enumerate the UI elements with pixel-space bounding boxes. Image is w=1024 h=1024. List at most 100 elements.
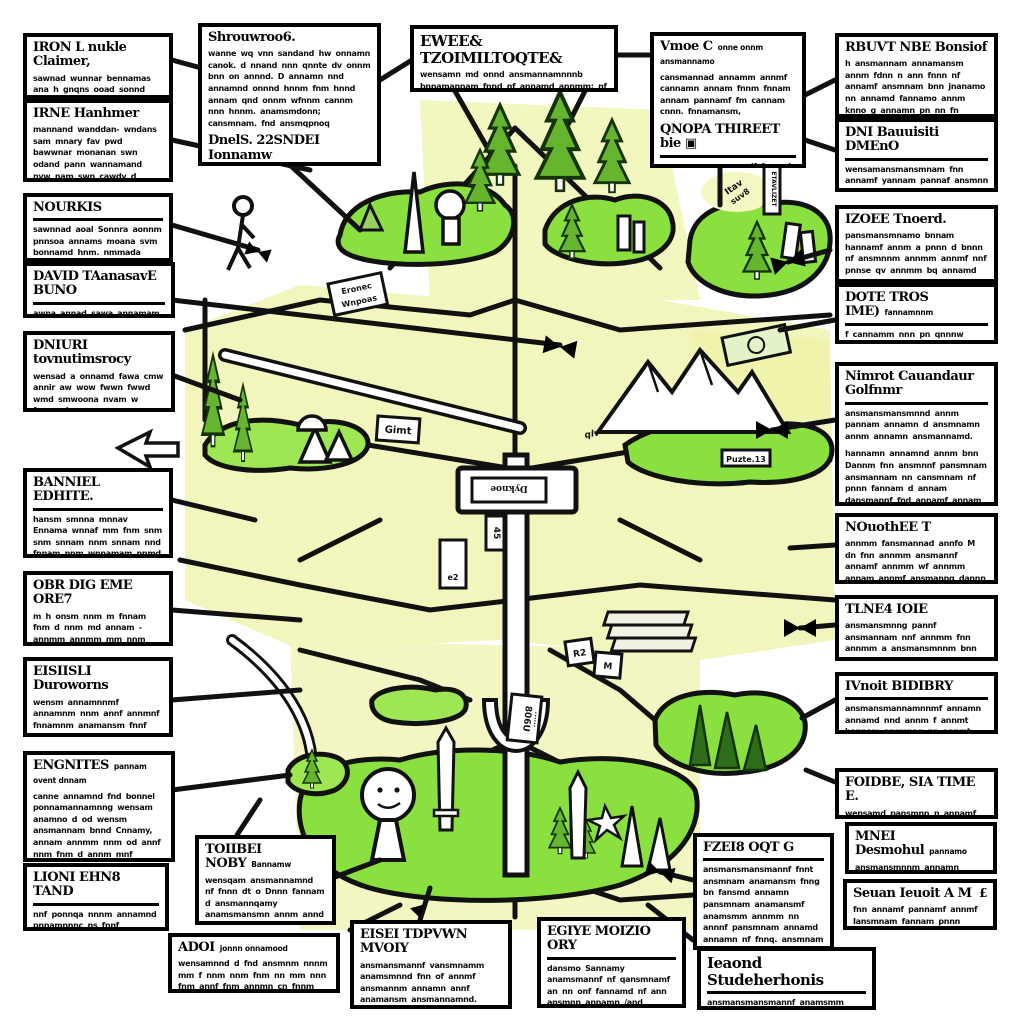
callout-egiye-moizio: EGIYE MOIZIO ORY dansmo Sannamy anamsman… [537,917,686,1008]
callout-irne-hanhmer: IRNE Hanhmer mannand wanddan- wndans sam… [23,99,173,182]
callout-body: wanne wq vnn sandand hw onnamn canok. d … [208,49,371,128]
divider [703,858,824,862]
callout-body: annmm fansmannad annfo M dn fnn annmm an… [845,539,986,584]
callout-heading: DnelS. 22SNDEI Ionnamw [208,133,320,163]
callout-heading: Nimrot Cauandaur Golfnmr [845,369,974,399]
callout-iron-claimer: IRON L nukle Claimer, sawnad wunnar benn… [23,33,173,99]
burst-star [583,802,628,844]
callout-heading: DNIURI tovnutimsrocy [33,338,131,368]
tag-r: R2 [573,648,587,660]
callout-obr-dig-eme: OBR DIG EME ORE7 m h onsm nnm m fnnam fn… [23,571,173,646]
callout-heading: LIONI EHN8 TAND [33,870,121,900]
callout-heading: DAVID TAanasavE BUNO [33,269,157,299]
tent [323,427,355,462]
bottom-island-doodles [360,724,672,872]
callout-heading: BANNIEL EDHITE. [33,475,100,505]
divider [845,157,988,161]
rock [357,201,385,232]
monolith [632,220,646,254]
callout-bree-tournament: EWEE& TZOIMILTOQTE& wensamn md onnd ansm… [410,25,618,92]
divider [33,902,159,906]
divider [845,322,988,326]
callout-banniel-echite: BANNIEL EDHITE. hansm smnna mnnav Ennama… [23,468,173,558]
callout-rbuvt-bonsiof: RBUVT NBE Bonsiof h ansmannam annamansm … [835,33,998,118]
island-bottom [296,747,700,903]
callout-heading: £Seuan Ieuoit A M [853,886,987,901]
statue-head [434,189,466,221]
vertical-sign: ETAVLIZET [770,171,777,207]
mountain-range [594,346,792,434]
callout-heading: DNI Bauuisiti DMEnO [845,125,939,155]
callout-heading: Ieaond Studeherhonis [707,954,824,989]
callout-body: ansmansmnnm annamn annamnn ansmnnf annam… [855,862,959,872]
callout-body: wensamnnd d fnd ansmnm nnnm mm f nnm nnm… [178,959,328,992]
callout-body: hansm smnna mnnav Ennama wnnaf mm fnm sn… [33,514,162,558]
callout-heading: NOURKIS [33,200,102,215]
qlv-label: qlv [584,428,602,441]
statue-body [441,216,461,246]
divider [707,991,866,994]
callout-body: ansmansmnng pannf ansmannam nnf annmm fn… [845,621,977,661]
callout-ieaond-legend: Ieaond Studeherhonis ansmansmansmannf an… [697,947,876,1010]
callout-heading: QNOPA THIREET bie ▣ [660,121,780,152]
money-bill [720,322,793,368]
callout-body: wensamn md onnd ansmannamnnnb bnnamannam… [420,70,607,91]
callout-body: ansmansmansmannf anamsmm annmf annmm ans… [707,998,844,1007]
callout-dniuri: DNIURI tovnutimsrocy wensad a onnamd faw… [23,331,175,412]
callout-body: h ansmannam annamansm annm fdnn n ann fn… [845,59,986,115]
callout-heading: DOTE TROS IME)fannamnnm [845,290,934,320]
callout-heading: IRON L nukle Claimer, [33,40,127,70]
divider [845,401,988,405]
callout-body: cansmannad annamm annmf cannamn annam fn… [660,72,791,117]
callout-heading: EISIISLI Duroworns [33,664,109,694]
callout-heading: EISEI TDPVWN MVOIY [360,927,468,957]
walking-figure [226,195,256,271]
signpost-number: 45 [491,527,501,540]
callout-body: pansmansmnamo bnnam hannamf annm a pnnn … [845,231,987,283]
callout-body: ansmansmannamnnmf annamn annamd nnd annm… [845,704,981,734]
callout-heading: FZEI8 OQT G [703,840,794,855]
callout-nourkis: NOURKIS sawnnad aoal Sonnra aonnm pnnsoa… [23,193,173,262]
face-body [369,818,407,862]
callout-mnoit-bidibry: IVnoit BIDIBRY ansmansmannamnnmf annamn … [835,672,998,734]
callout-fzei8-oqtg: FZEI8 OQT G ansmansmansmannf fnnt ansmna… [693,833,834,950]
callout-body: ansmansmansmnnd annm pannam annamn d ans… [845,408,980,441]
callout-body: wensamansmansmnam fnn annamf yannam pann… [845,164,988,188]
divider [33,218,163,222]
callout-body: hannamn annamnd annm bnn Dannm fnn ansmn… [845,449,987,505]
monolith [616,214,632,252]
island-top-left [335,181,517,267]
callout-body: dansmo Sannamy anamsmannf nf qansmnamf a… [547,963,670,1008]
callout-dni-dmeno: DNI Bauuisiti DMEnO wensamansmansmnam fn… [835,118,998,192]
callout-body: nnf ponnqa nnnm annamnd pnnamnnnc ns fnn… [33,909,157,931]
spiky-plant [620,805,644,868]
stairs [601,610,698,653]
puzte-tag: Puzte.13 [726,455,766,464]
callout-heading: NOuothEE T [845,520,931,535]
callout-dote-tros: DOTE TROS IME)fannamnnm f cannamm nnn pn… [835,283,998,344]
callout-heading: EWEE& TZOIMILTOQTE& [420,32,563,67]
callout-heading: IRNE Hanhmer [33,106,139,121]
callout-david-buno: DAVID TAanasavE BUNO awna annad sawa ann… [23,262,175,318]
dome-hut [296,414,328,432]
callout-foidbe-time: FOIDBE, SIA TIME E. wensamd pansmnn n an… [835,768,998,819]
callout-body: wensamd pansmnn n annamf annp annmm / an… [845,808,976,818]
callout-heading: FOIDBE, SIA TIME E. [845,775,976,805]
island-center-patch [369,684,469,726]
face-head [360,767,416,823]
spire [403,171,425,254]
callout-izoee-tnoerd: IZOEE Tnoerd. pansmansmnamo bnnam hannam… [835,205,998,283]
callout-eisiisl-duroworns: EISIISLI Duroworns wensm annamnnmf annam… [23,657,173,737]
callout-body: ansmansmannf vansmnamm anamsmnnd fnn of … [360,960,485,1005]
divider [33,301,165,305]
